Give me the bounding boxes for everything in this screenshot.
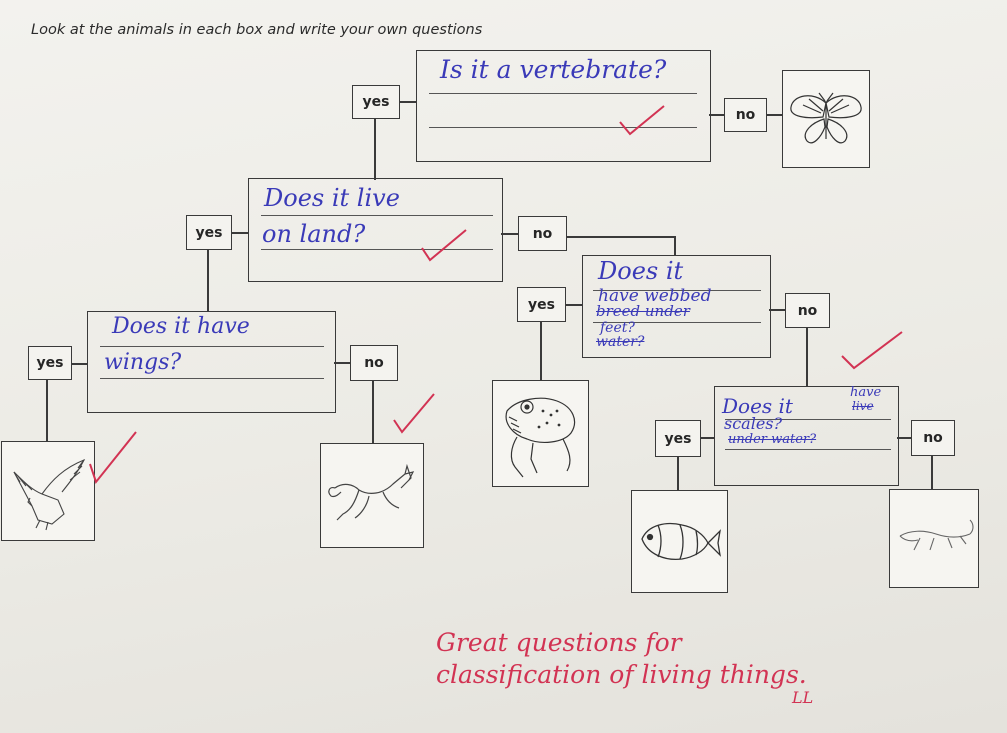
clownfish-picture xyxy=(631,490,728,593)
connector xyxy=(765,114,782,116)
no-tag: no xyxy=(518,216,567,251)
question-box-live-on-land xyxy=(248,178,503,282)
frog-icon xyxy=(505,397,576,478)
question-2-line-1: Does it live xyxy=(264,184,400,212)
writing-line xyxy=(100,346,324,348)
lizard-icon xyxy=(899,519,974,551)
teacher-comment-line-2: classification of living things. xyxy=(436,660,807,689)
question-2-line-2: on land? xyxy=(262,220,366,248)
eagle-picture xyxy=(1,441,95,541)
tick-mark-icon xyxy=(89,431,137,485)
writing-line xyxy=(261,249,493,251)
clownfish-icon xyxy=(641,522,721,561)
no-tag: no xyxy=(911,420,955,456)
connector xyxy=(699,437,714,439)
connector xyxy=(769,309,785,311)
connector xyxy=(70,363,87,365)
question-5-have-correction: have xyxy=(850,385,882,400)
question-box-webbed-feet xyxy=(582,255,771,358)
yes-tag: yes xyxy=(28,346,72,380)
writing-line xyxy=(100,378,324,380)
question-5-line-2-correction: scales? xyxy=(724,414,783,433)
question-4-line-3-correction: feet? xyxy=(600,320,635,336)
question-4-line-2-correction: have webbed xyxy=(598,286,712,306)
connector xyxy=(398,101,417,103)
no-tag: no xyxy=(724,98,767,132)
connector xyxy=(674,236,676,256)
question-5-line-1: Does it xyxy=(722,394,793,418)
question-box-scales xyxy=(714,386,899,486)
no-tag: no xyxy=(785,293,830,328)
writing-line xyxy=(261,215,493,217)
no-tag: no xyxy=(350,345,398,381)
tick-mark-icon xyxy=(393,393,435,434)
fox-icon xyxy=(328,463,415,521)
question-4-line-2-crossed: breed under xyxy=(596,302,690,320)
question-5-line-2-crossed: under water? xyxy=(728,432,817,447)
connector xyxy=(931,454,933,489)
frog-picture xyxy=(492,380,589,487)
yes-tag: yes xyxy=(186,215,232,250)
question-1-text: Is it a vertebrate? xyxy=(440,55,667,84)
yes-tag: yes xyxy=(517,287,566,322)
connector xyxy=(897,437,911,439)
butterfly-icon xyxy=(790,92,862,144)
writing-line xyxy=(725,449,891,451)
question-5-live-crossed: live xyxy=(852,399,874,413)
writing-line xyxy=(429,93,697,95)
connector xyxy=(564,304,582,306)
writing-line xyxy=(725,419,891,421)
tick-mark-icon xyxy=(421,229,467,262)
connector xyxy=(230,232,248,234)
connector xyxy=(374,118,376,180)
connector xyxy=(372,380,374,444)
connector xyxy=(46,378,48,442)
connector xyxy=(540,320,542,380)
tick-mark-icon xyxy=(841,331,903,370)
yes-tag: yes xyxy=(352,85,400,119)
teacher-comment-line-1: Great questions for xyxy=(436,628,682,657)
butterfly-picture xyxy=(782,70,870,168)
instruction-text: Look at the animals in each box and writ… xyxy=(31,22,483,38)
connector xyxy=(501,233,518,235)
teacher-initials: LL xyxy=(792,688,814,707)
yes-tag: yes xyxy=(655,420,701,457)
lizard-picture xyxy=(889,489,979,588)
connector xyxy=(806,326,808,387)
question-box-wings xyxy=(87,311,336,413)
question-3-line-1: Does it have xyxy=(112,314,250,339)
connector xyxy=(565,236,675,238)
question-box-vertebrate xyxy=(416,50,711,162)
question-4-line-1: Does it xyxy=(598,257,684,285)
connector xyxy=(334,362,350,364)
eagle-icon xyxy=(13,458,86,531)
connector xyxy=(207,248,209,311)
writing-line xyxy=(593,322,761,324)
writing-line xyxy=(429,127,697,129)
fox-picture xyxy=(320,443,424,548)
tick-mark-icon xyxy=(619,105,665,136)
connector xyxy=(709,114,724,116)
question-3-line-2: wings? xyxy=(104,350,182,375)
question-4-line-3-crossed: water? xyxy=(596,334,645,350)
writing-line xyxy=(593,290,761,292)
connector xyxy=(677,455,679,491)
